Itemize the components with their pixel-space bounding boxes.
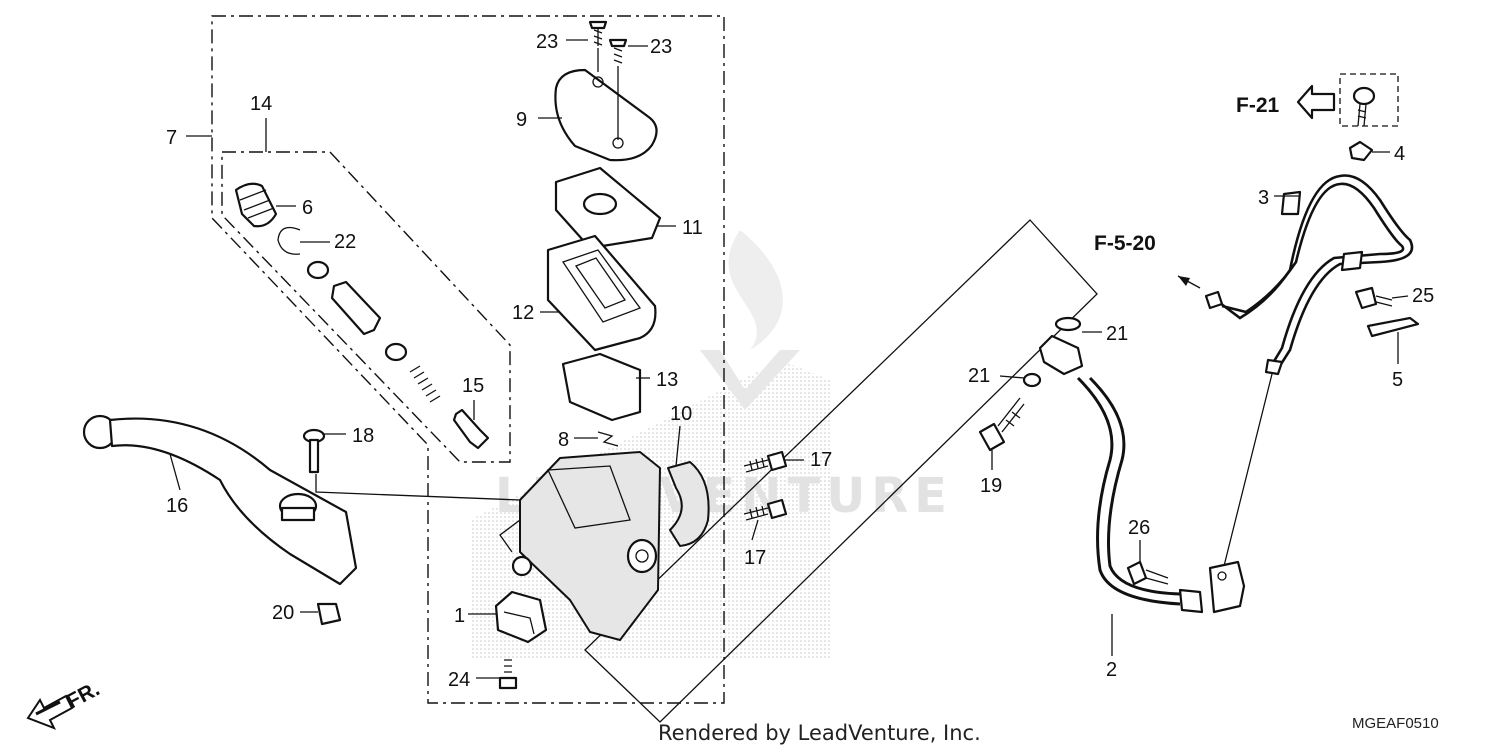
callout-2: 2	[1106, 659, 1117, 681]
callout-12: 12	[512, 302, 534, 324]
f21-arrow-icon	[1296, 84, 1336, 120]
callout-15: 15	[462, 375, 484, 397]
screw-24	[498, 659, 518, 690]
callout-9: 9	[516, 109, 527, 131]
cup-seal	[384, 342, 408, 362]
bolt-17b	[743, 498, 788, 521]
callout-5: 5	[1392, 369, 1403, 391]
callout-6: 6	[302, 197, 313, 219]
callout-7: 7	[166, 127, 177, 149]
clip-4	[1348, 140, 1374, 162]
washer-21b	[1022, 372, 1042, 388]
banjo-fitting	[1038, 334, 1084, 376]
pivot-bolt-18	[302, 428, 521, 501]
assembly-boundary-14	[221, 151, 511, 463]
watermark: LEADVENTURE	[470, 230, 947, 660]
diaphragm-12	[546, 234, 657, 352]
washer-21a	[1054, 316, 1082, 332]
bolt-4	[1352, 86, 1376, 127]
dashed-bolt-box	[1339, 73, 1399, 127]
assembly-boundary-7	[211, 15, 725, 704]
callout-4: 4	[1394, 143, 1405, 165]
callout-21b: 21	[968, 365, 990, 387]
banjo-bolt-19	[978, 397, 1025, 452]
bolt-17a	[743, 450, 788, 473]
leader-lines	[169, 39, 1409, 679]
spring	[409, 365, 441, 403]
bolt-26	[1126, 560, 1169, 586]
bracket-5	[1366, 316, 1420, 338]
callout-23a: 23	[536, 31, 558, 53]
callout-3: 3	[1258, 187, 1269, 209]
callout-25: 25	[1412, 285, 1434, 307]
callout-19: 19	[980, 475, 1002, 497]
callout-17a: 17	[810, 449, 832, 471]
clip-8	[597, 431, 619, 447]
callout-1: 1	[454, 605, 465, 627]
float-plate-13	[561, 352, 642, 422]
callout-21a: 21	[1106, 323, 1128, 345]
callout-24: 24	[448, 669, 470, 691]
master-cylinder-body	[499, 451, 661, 641]
callout-14: 14	[250, 93, 272, 115]
callout-13: 13	[656, 369, 678, 391]
callout-11: 11	[682, 217, 703, 239]
bolt-25	[1354, 286, 1393, 310]
pushrod-15	[452, 408, 490, 450]
clamp-10	[667, 461, 710, 547]
callout-18: 18	[352, 425, 374, 447]
hose-group-frame	[584, 219, 1098, 723]
nut-20	[316, 602, 342, 626]
callout-26: 26	[1128, 517, 1150, 539]
piston	[330, 280, 382, 336]
circlip-22	[277, 226, 301, 255]
seal-ring	[306, 260, 330, 280]
callout-20: 20	[272, 602, 294, 624]
hose-fitting	[1208, 560, 1246, 614]
ref-f520: F-5-20	[1094, 232, 1156, 255]
reservoir-cap-9	[554, 68, 658, 162]
callout-16: 16	[166, 495, 188, 517]
callout-17b: 17	[744, 547, 766, 569]
front-arrow-icon	[26, 694, 74, 730]
callout-8: 8	[558, 429, 569, 451]
callout-22: 22	[334, 231, 356, 253]
credit-text: Rendered by LeadVenture, Inc.	[658, 721, 981, 745]
callout-23b: 23	[650, 36, 672, 58]
ref-f21: F-21	[1236, 94, 1280, 117]
reservoir-screw-23a	[588, 20, 608, 46]
brake-pipe-3	[1215, 174, 1414, 373]
diagram-code: MGEAF0510	[1352, 715, 1439, 732]
callout-10: 10	[670, 403, 692, 425]
reservoir-screw-23b	[608, 38, 628, 64]
brake-lever-16	[82, 414, 358, 586]
brake-hose-2	[1076, 376, 1181, 606]
